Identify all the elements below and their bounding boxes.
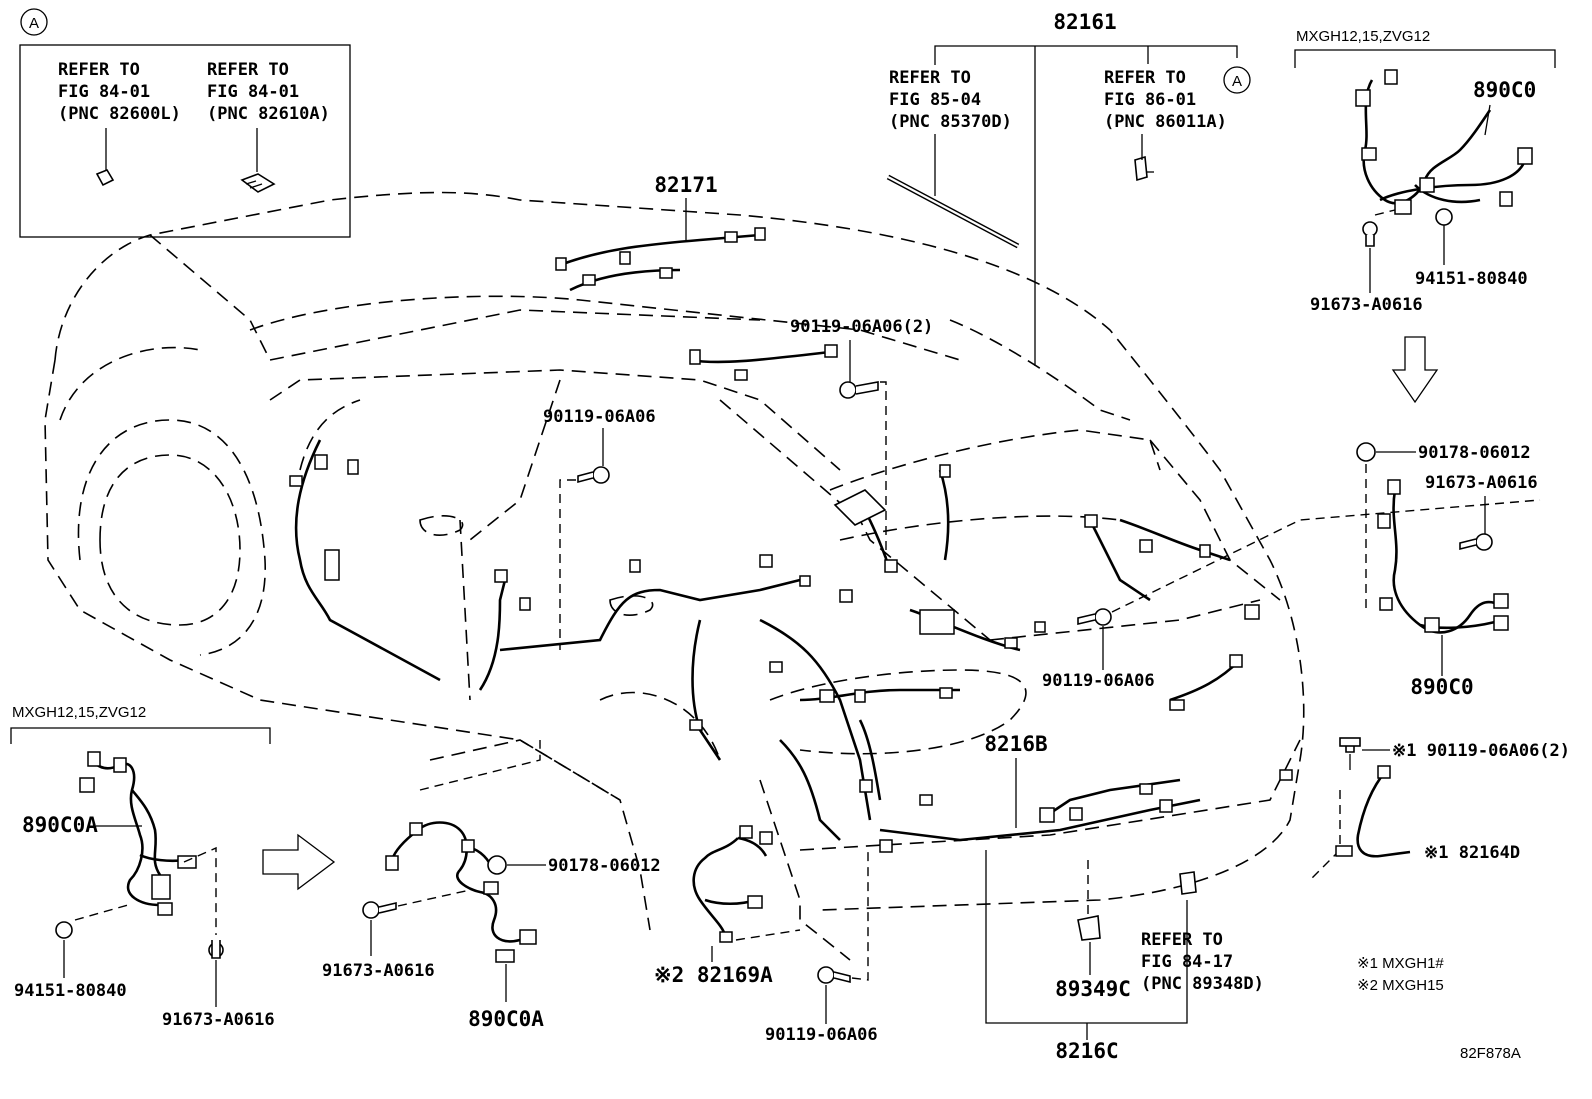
clamp-89349c [1077, 915, 1101, 941]
callout-a-circle-2 [1223, 66, 1251, 94]
ref-86011a: REFER TO FIG 86-01 (PNC 86011A) [1104, 68, 1227, 132]
clip-82600l [95, 169, 115, 187]
left-header: MXGH12,15,ZVG12 [12, 704, 146, 721]
grommet-94151-top [1435, 208, 1453, 226]
label-90178-bottom: 90178-06012 [548, 856, 661, 876]
inset-ref1: REFER TO FIG 84-01 (PNC 82600L) [58, 60, 181, 124]
arrow-down-icon [1391, 336, 1439, 404]
bolt-90119-right-2 [1339, 737, 1361, 747]
vehicle-outline [44, 191, 1305, 961]
label-90178-right: 90178-06012 [1418, 443, 1531, 463]
clip-90178-right [1356, 442, 1376, 462]
label-89349c: 89349C [1055, 977, 1131, 1001]
notes: ※1 MXGH1# ※2 MXGH15 82F878A [1357, 955, 1521, 1062]
bolt-90119-right [1094, 608, 1112, 626]
label-91673-mid: 91673-A0616 [1425, 473, 1538, 493]
label-8216b: 8216B [984, 732, 1047, 756]
bolt-91673-mid [1475, 533, 1493, 551]
arrow-right-icon [262, 833, 336, 891]
top-callouts: 82161 A REFER TO FIG 85-04 (PNC 85370D) … [543, 10, 1541, 691]
label-82169a: ※2 82169A [654, 963, 773, 987]
note-2: ※2 MXGH15 [1357, 977, 1444, 994]
inset-a: A REFER TO FIG 84-01 (PNC 82600L) REFER … [19, 8, 351, 238]
label-890c0-bot: 890C0 [1410, 675, 1473, 699]
callout-a-circle [20, 8, 48, 36]
clip-82610a [240, 173, 276, 193]
bolt-90119-bottom [817, 966, 835, 984]
label-890c0a-left: 890C0A [22, 813, 98, 837]
inset-ref2: REFER TO FIG 84-01 (PNC 82610A) [207, 60, 330, 124]
grommet-94151-left [55, 921, 73, 939]
label-91673-top: 91673-A0616 [1310, 295, 1423, 315]
label-82161: 82161 [1053, 10, 1116, 34]
right-header: MXGH12,15,ZVG12 [1296, 28, 1430, 45]
label-94151-top: 94151-80840 [1415, 269, 1528, 289]
bottom-right: 8216B 8216C 89349C REFER TO FIG 84-17 (P… [984, 732, 1263, 1063]
label-8216c: 8216C [1055, 1039, 1118, 1063]
label-bolt-top: 90119-06A06(2) [790, 317, 933, 337]
label-90119-bottom: 90119-06A06 [765, 1025, 878, 1045]
label-890c0a-bottom: 890C0A [468, 1007, 544, 1031]
bolt-90119-top [839, 381, 857, 399]
bolt-91673-top [1362, 221, 1378, 237]
label-94151-left: 94151-80840 [14, 981, 127, 1001]
label-82164d: ※1 82164D [1424, 843, 1520, 863]
label-91673-left: 91673-A0616 [162, 1010, 275, 1030]
note-1: ※1 MXGH1# [1357, 955, 1444, 972]
label-91673-bottom: 91673-A0616 [322, 961, 435, 981]
ref-85370d: REFER TO FIG 85-04 (PNC 85370D) [889, 68, 1012, 132]
bolt-90119-left [592, 466, 610, 484]
label-bolt-right: 90119-06A06 [1042, 671, 1155, 691]
right-panel: MXGH12,15,ZVG12 890C0 94151-80840 91673-… [1294, 28, 1570, 881]
label-82171: 82171 [654, 173, 717, 197]
main-harness [294, 233, 1241, 842]
harness-connectors [289, 155, 1293, 853]
left-panel: MXGH12,15,ZVG12 890C0A 94151-80840 91673… [10, 704, 336, 1030]
bolt-91673-bottom [362, 901, 380, 919]
callout-a-label: A [29, 15, 39, 32]
label-90119-right-2: ※1 90119-06A06(2) [1392, 741, 1570, 761]
ref-89348d: REFER TO FIG 84-17 (PNC 89348D) [1141, 930, 1264, 994]
bottom-82169a: ※2 82169A 90119-06A06 [654, 825, 878, 1045]
diagram-code: 82F878A [1460, 1045, 1521, 1062]
label-890c0-top: 890C0 [1473, 78, 1536, 102]
clip-90178-bottom [487, 855, 507, 875]
bottom-center-detail: 90178-06012 91673-A0616 890C0A [322, 740, 661, 1031]
inset-a-frame [19, 44, 351, 238]
callout-a-label-2: A [1232, 73, 1242, 90]
label-bolt-left: 90119-06A06 [543, 407, 656, 427]
